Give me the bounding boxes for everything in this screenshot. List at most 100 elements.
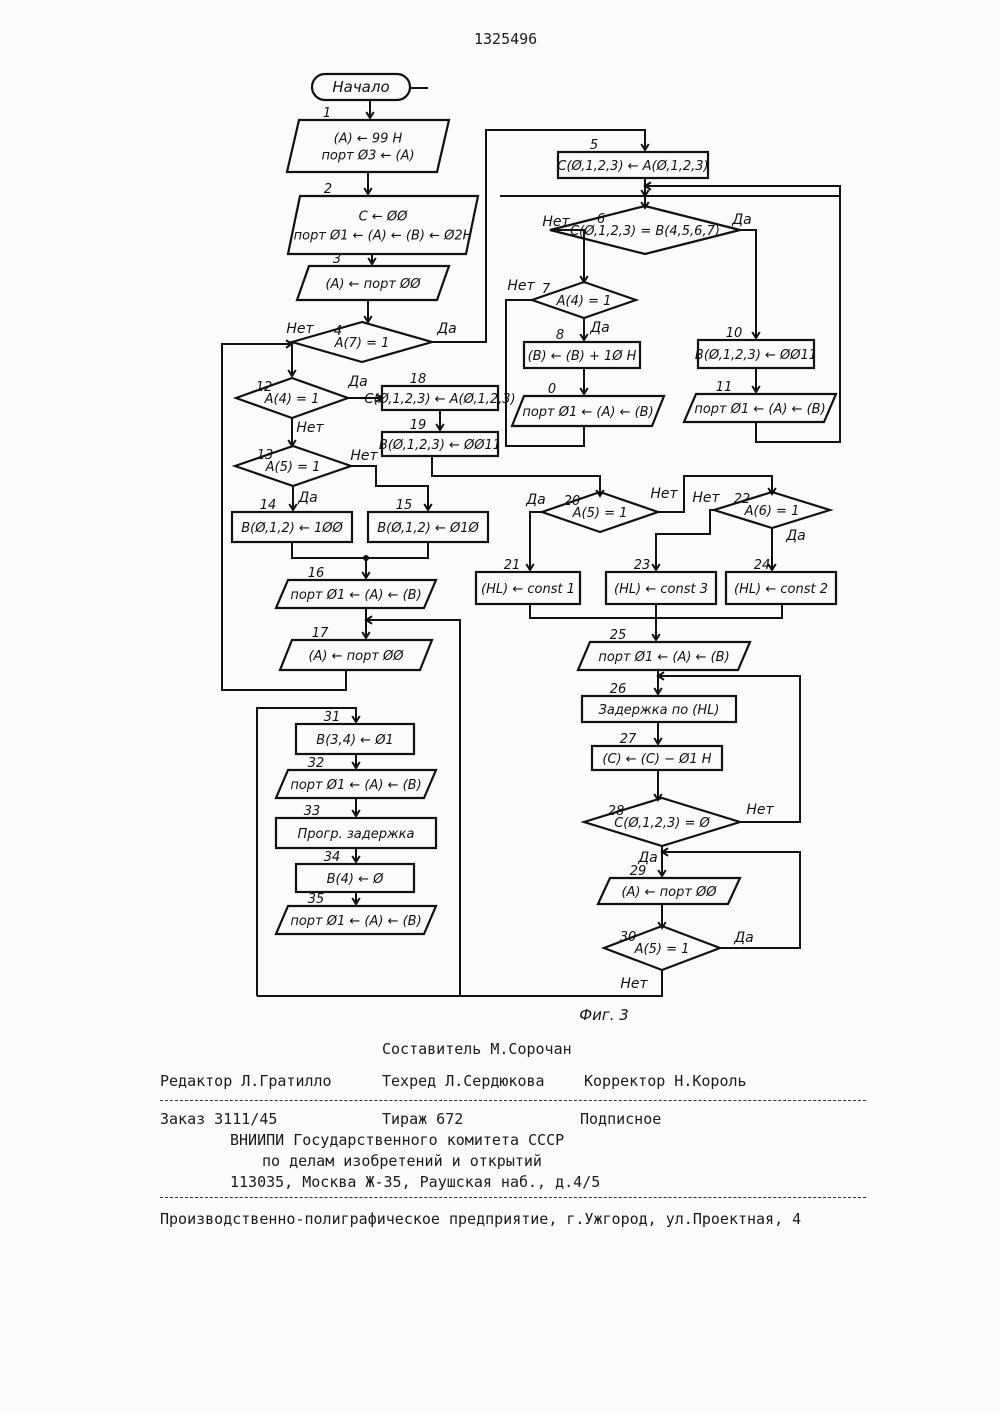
yes-label: Да (589, 320, 610, 336)
block-number-34: 34 (324, 850, 341, 865)
block-number-10: 10 (726, 326, 743, 341)
block-number-11: 11 (716, 380, 733, 395)
block-text-35-1: порт Ø1 ← (А) ← (В) (290, 914, 421, 929)
compiler-line: Составитель М.Сорочан (382, 1040, 572, 1058)
connector-line (432, 456, 600, 496)
block-number-18: 18 (410, 372, 427, 387)
divider-top (160, 1100, 866, 1101)
loop-bottom-left (257, 708, 356, 996)
connector-line (351, 466, 428, 510)
order-line: Заказ 3111/45 (160, 1110, 277, 1128)
block-number-33: 33 (304, 804, 321, 819)
block-number-4: 4 (334, 324, 342, 339)
no-label: Нет (746, 802, 774, 818)
block-number-19: 19 (410, 418, 427, 433)
yes-label: Да (347, 374, 368, 390)
block-text-29-1: (А) ← порт ØØ (621, 885, 717, 900)
techred-line: Техред Л.Сердюкова (382, 1072, 545, 1090)
block-number-7: 7 (542, 282, 551, 297)
block-number-32: 32 (308, 756, 325, 771)
yes-label: Да (297, 490, 318, 506)
block-number-5: 5 (590, 138, 598, 153)
block-text-25-1: порт Ø1 ← (А) ← (В) (598, 650, 729, 665)
block-number-2: 2 (324, 182, 332, 197)
block-number-31: 31 (324, 710, 341, 725)
no-label: Нет (350, 448, 378, 464)
no-label: Нет (650, 486, 678, 502)
block-text-28-1: С(Ø,1,2,3) = Ø (614, 816, 710, 831)
block-text-23-1: (HL) ← const 3 (614, 582, 708, 597)
block-number-21: 21 (504, 558, 521, 573)
block-text-3-1: (А) ← порт ØØ (325, 277, 421, 292)
block-text-7-1: А(4) = 1 (556, 294, 612, 309)
corrector-line: Корректор Н.Король (584, 1072, 747, 1090)
block-number-16: 16 (308, 566, 325, 581)
block-text-18-1: С(Ø,1,2,3) ← А(Ø,1,2,3) (364, 392, 515, 407)
io-block-2 (288, 196, 478, 254)
block-text-0-1: порт Ø1 ← (А) ← (В) (522, 405, 653, 420)
loop-28-no (658, 676, 800, 822)
block-text-1-2: порт Ø3 ← (А) (321, 149, 414, 164)
org-line-2: по делам изобретений и открытий (262, 1152, 542, 1170)
block-number-12: 12 (256, 380, 273, 395)
block-number-25: 25 (610, 628, 627, 643)
no-label: Нет (507, 278, 535, 294)
block-number-35: 35 (308, 892, 325, 907)
start-label: Начало (332, 78, 389, 96)
block-number-28: 28 (608, 804, 625, 819)
block-text-2-2: порт Ø1 ← (А) ← (В) ← Ø2Н (294, 229, 473, 244)
block-text-26-1: Задержка по (HL) (599, 703, 720, 718)
loop-entry-17 (366, 620, 460, 996)
block-text-27-1: (С) ← (С) − Ø1 Н (602, 752, 711, 767)
yes-label: Да (731, 212, 752, 228)
block-number-27: 27 (620, 732, 637, 747)
block-text-34-1: В(4) ← Ø (327, 872, 384, 887)
block-text-16-1: порт Ø1 ← (А) ← (В) (290, 588, 421, 603)
no-label: Нет (296, 420, 324, 436)
block-number-14: 14 (260, 498, 277, 513)
circulation-line: Тираж 672 (382, 1110, 463, 1128)
block-number-24: 24 (754, 558, 771, 573)
block-text-2-1: С ← ØØ (359, 209, 408, 224)
block-text-5-1: С(Ø,1,2,3) ← А(Ø,1,2,3) (557, 159, 708, 174)
yes-label: Да (525, 492, 546, 508)
block-text-19-1: В(Ø,1,2,3) ← ØØ11 (379, 438, 501, 453)
org-line-3: 113035, Москва Ж-35, Раушская наб., д.4/… (230, 1173, 600, 1191)
block-text-15-1: В(Ø,1,2) ← Ø1Ø (377, 521, 479, 536)
yes-label: Да (436, 321, 457, 337)
loop-7-no (506, 300, 584, 446)
block-number-22: 22 (734, 492, 751, 507)
connector-line (740, 230, 756, 338)
block-text-24-1: (HL) ← const 2 (734, 582, 828, 597)
block-number-3: 3 (333, 252, 341, 267)
block-text-10-1: В(Ø,1,2,3) ← ØØ11 (695, 348, 817, 363)
divider-bottom (160, 1197, 866, 1198)
block-text-8-1: (В) ← (В) + 1Ø Н (528, 349, 637, 364)
block-text-17-1: (А) ← порт ØØ (308, 649, 404, 664)
block-text-30-1: А(5) = 1 (634, 942, 690, 957)
block-number-30: 30 (620, 930, 637, 945)
figure-caption: Фиг. 3 (579, 1006, 629, 1024)
block-number-6: 6 (597, 212, 605, 227)
block-text-31-1: В(3,4) ← Ø1 (316, 733, 393, 748)
block-number-8: 8 (556, 328, 564, 343)
block-text-22-1: А(6) = 1 (744, 504, 800, 519)
no-label: Нет (692, 490, 720, 506)
block-number-13: 13 (257, 448, 274, 463)
block-number-1: 1 (323, 106, 331, 121)
printer-line: Производственно-полиграфическое предприя… (160, 1210, 801, 1228)
yes-label: Да (733, 930, 754, 946)
block-number-29: 29 (630, 864, 647, 879)
no-label: Нет (620, 976, 648, 992)
connector-line (656, 510, 714, 570)
block-number-15: 15 (396, 498, 413, 513)
block-number-0: 0 (548, 382, 556, 397)
flowchart: Начало(А) ← 99 Нпорт Ø3 ← (А)1С ← ØØпорт… (0, 0, 1000, 1040)
org-line-1: ВНИИПИ Государственного комитета СССР (230, 1131, 564, 1149)
block-text-11-1: порт Ø1 ← (А) ← (В) (694, 402, 825, 417)
yes-label: Да (785, 528, 806, 544)
subscription-line: Подписное (580, 1110, 661, 1128)
no-label: Нет (286, 321, 314, 337)
no-label: Нет (542, 214, 570, 230)
